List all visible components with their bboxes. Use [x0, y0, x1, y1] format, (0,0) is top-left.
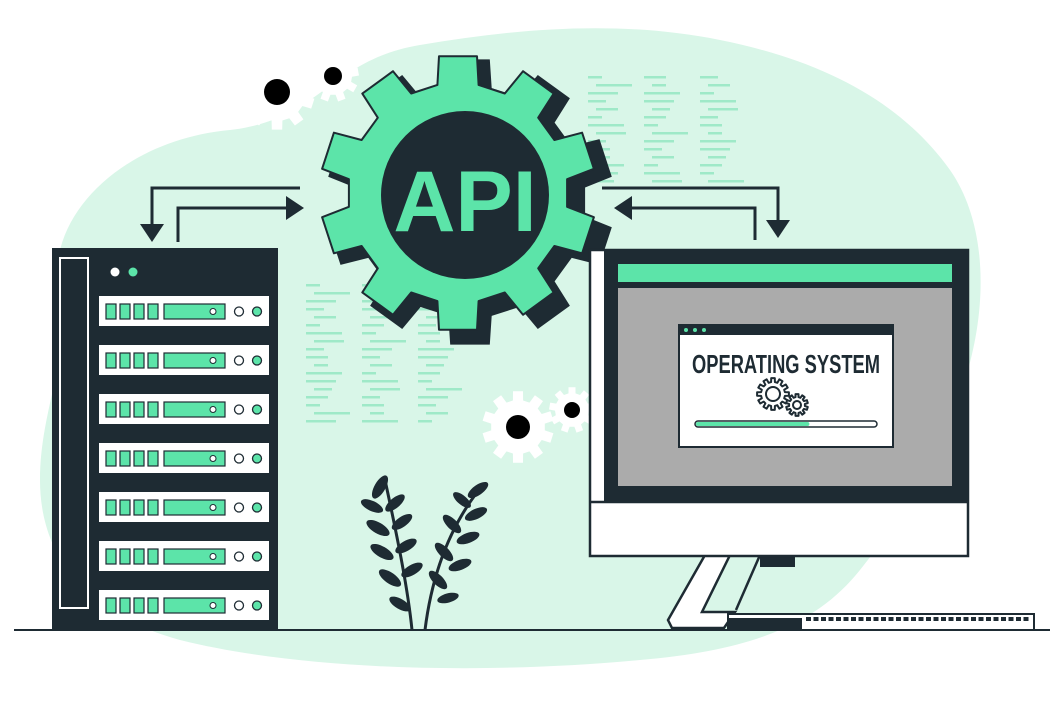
api-label: API	[393, 154, 536, 250]
api-gear: API	[321, 55, 612, 345]
keyboard-icon	[727, 613, 1035, 631]
server-unit	[99, 590, 269, 620]
arrow-icon	[140, 224, 164, 242]
server-rack	[52, 248, 278, 630]
plant-icon	[360, 475, 489, 631]
server-unit	[99, 443, 269, 473]
progress-fill	[696, 422, 810, 426]
server-unit	[99, 296, 269, 326]
arrow-icon	[286, 196, 304, 220]
gear-icon	[482, 391, 554, 463]
gear-icon	[785, 393, 809, 417]
gear-icon	[549, 387, 595, 433]
server-unit	[99, 345, 269, 375]
arrow-icon	[150, 186, 300, 242]
server-unit	[99, 492, 269, 522]
arrow-icon	[602, 186, 780, 240]
server-unit	[99, 541, 269, 571]
os-title: OPERATING SYSTEM	[692, 349, 880, 379]
server-unit	[99, 394, 269, 424]
gear-icon	[756, 377, 790, 411]
gear-icon	[239, 54, 315, 130]
gear-icon	[307, 50, 359, 102]
arrow-icon	[766, 220, 790, 238]
os-dialog: OPERATING SYSTEM	[678, 324, 894, 448]
arrow-icon	[614, 196, 632, 220]
